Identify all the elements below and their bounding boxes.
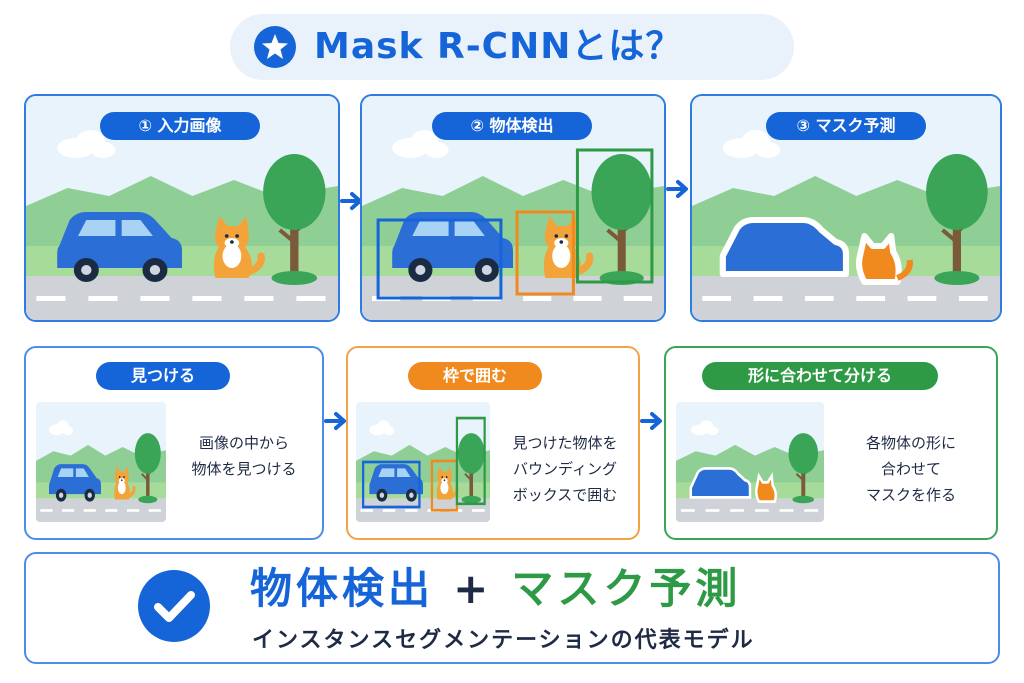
desc-line: 各物体の形に	[865, 434, 956, 452]
dog-bounding-box	[515, 210, 575, 296]
desc-line: 合わせて	[880, 460, 941, 478]
card-mask-label: 形に合わせて分ける	[702, 362, 938, 390]
desc-line: マスクを作る	[865, 486, 956, 504]
summary-plus: +	[453, 564, 493, 613]
car-mask	[719, 217, 850, 277]
star-icon	[254, 26, 296, 68]
desc-line: バウンディング	[513, 460, 617, 478]
card-box-thumbnail	[356, 402, 490, 522]
arrow-right-icon	[322, 410, 348, 436]
summary-mask: マスク予測	[511, 564, 742, 613]
tree-bounding-box	[575, 148, 654, 284]
card-box-description: 見つけた物体を バウンディング ボックスで囲む	[498, 430, 632, 508]
check-icon	[138, 570, 210, 642]
step-panel-mask	[690, 94, 1002, 322]
page-title: Mask R-CNNとは？	[314, 26, 683, 67]
step-label-detection: ② 物体検出	[432, 112, 592, 140]
card-find-description: 画像の中から 物体を見つける	[176, 430, 312, 482]
title-banner	[230, 14, 794, 80]
car-bounding-box	[376, 218, 503, 300]
card-find-thumbnail	[36, 402, 166, 522]
card-mask-description: 各物体の形に 合わせて マスクを作る	[836, 430, 986, 508]
summary-heading: 物体検出 + マスク予測	[250, 560, 870, 618]
card-mask-thumbnail	[676, 402, 824, 522]
desc-line: 物体を見つける	[191, 460, 297, 478]
mask-scene	[692, 96, 1000, 320]
card-find-label: 見つける	[96, 362, 230, 390]
desc-line: 見つけた物体を	[512, 434, 618, 452]
summary-subtitle: インスタンスセグメンテーションの代表モデル	[252, 628, 755, 653]
desc-line: 画像の中から	[198, 434, 289, 452]
arrow-right-icon	[664, 178, 690, 204]
arrow-right-icon	[638, 410, 664, 436]
step-label-input: ① 入力画像	[100, 112, 260, 140]
desc-line: ボックスで囲む	[512, 486, 618, 504]
card-box-label: 枠で囲む	[408, 362, 542, 390]
detection-scene	[362, 96, 664, 320]
step-label-mask: ③ マスク予測	[766, 112, 926, 140]
summary-detection: 物体検出	[250, 564, 435, 613]
